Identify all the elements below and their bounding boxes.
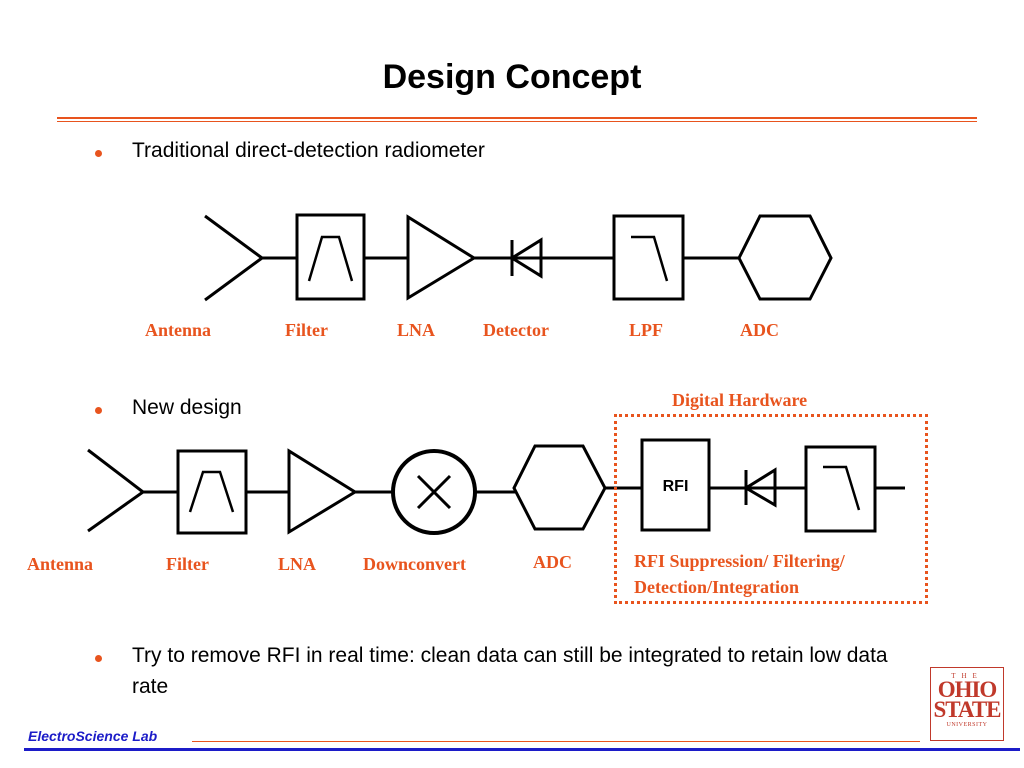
digital-hardware-title: Digital Hardware [672,390,808,410]
mixer-icon [391,449,477,535]
bullet-dot [95,407,102,414]
lpf-icon [612,214,685,301]
label-downconvert: Downconvert [363,554,466,574]
label-filter: Filter [166,554,209,574]
label-detector: Detector [483,320,549,340]
filter-icon [176,449,248,535]
rfi-block [640,438,711,532]
ohio-state-logo: THE OHIO STATE UNIVERSITY [930,667,1004,741]
bullet-dot [95,150,102,157]
bullet-new-design: New design [132,396,242,419]
logo-ohio: OHIO [937,677,998,702]
antenna-icon [87,448,178,533]
detector-diode-icon [743,467,777,508]
adc-hexagon-icon [737,214,833,301]
title-rule-thin [57,121,977,122]
logo-university: UNIVERSITY [946,722,988,728]
footer-rule [192,741,920,742]
label-antenna: Antenna [145,320,212,340]
logo-state: STATE [933,697,1001,722]
label-adc: ADC [533,552,572,572]
rfi-block-label: RFI [662,478,689,495]
label-adc: ADC [740,320,779,340]
slide-title: Design Concept [382,58,642,96]
lna-amplifier-icon [406,214,477,301]
label-filter: Filter [285,320,328,340]
footer-rule-blue [24,748,1020,751]
label-lpf: LPF [629,320,663,340]
bullet-dot [95,655,102,662]
bullet-traditional: Traditional direct-detection radiometer [132,139,485,162]
lna-amplifier-icon [287,448,358,535]
filter-icon [295,213,366,301]
label-lna: LNA [397,320,436,340]
bullet-remove-rfi: Try to remove RFI in real time: clean da… [132,644,888,698]
rfi-caption-line1: RFI Suppression/ Filtering/ [634,551,845,571]
label-antenna: Antenna [27,554,94,574]
rfi-caption-line2: Detection/Integration [634,577,799,597]
footer-lab-name: ElectroScience Lab [28,728,158,744]
title-rule [57,117,977,119]
digital-hardware-box [614,414,928,604]
label-lna: LNA [278,554,317,574]
detector-diode-icon [509,237,543,279]
adc-hexagon-icon [512,444,607,531]
antenna-icon [204,214,297,302]
logo-the: THE [951,672,983,680]
